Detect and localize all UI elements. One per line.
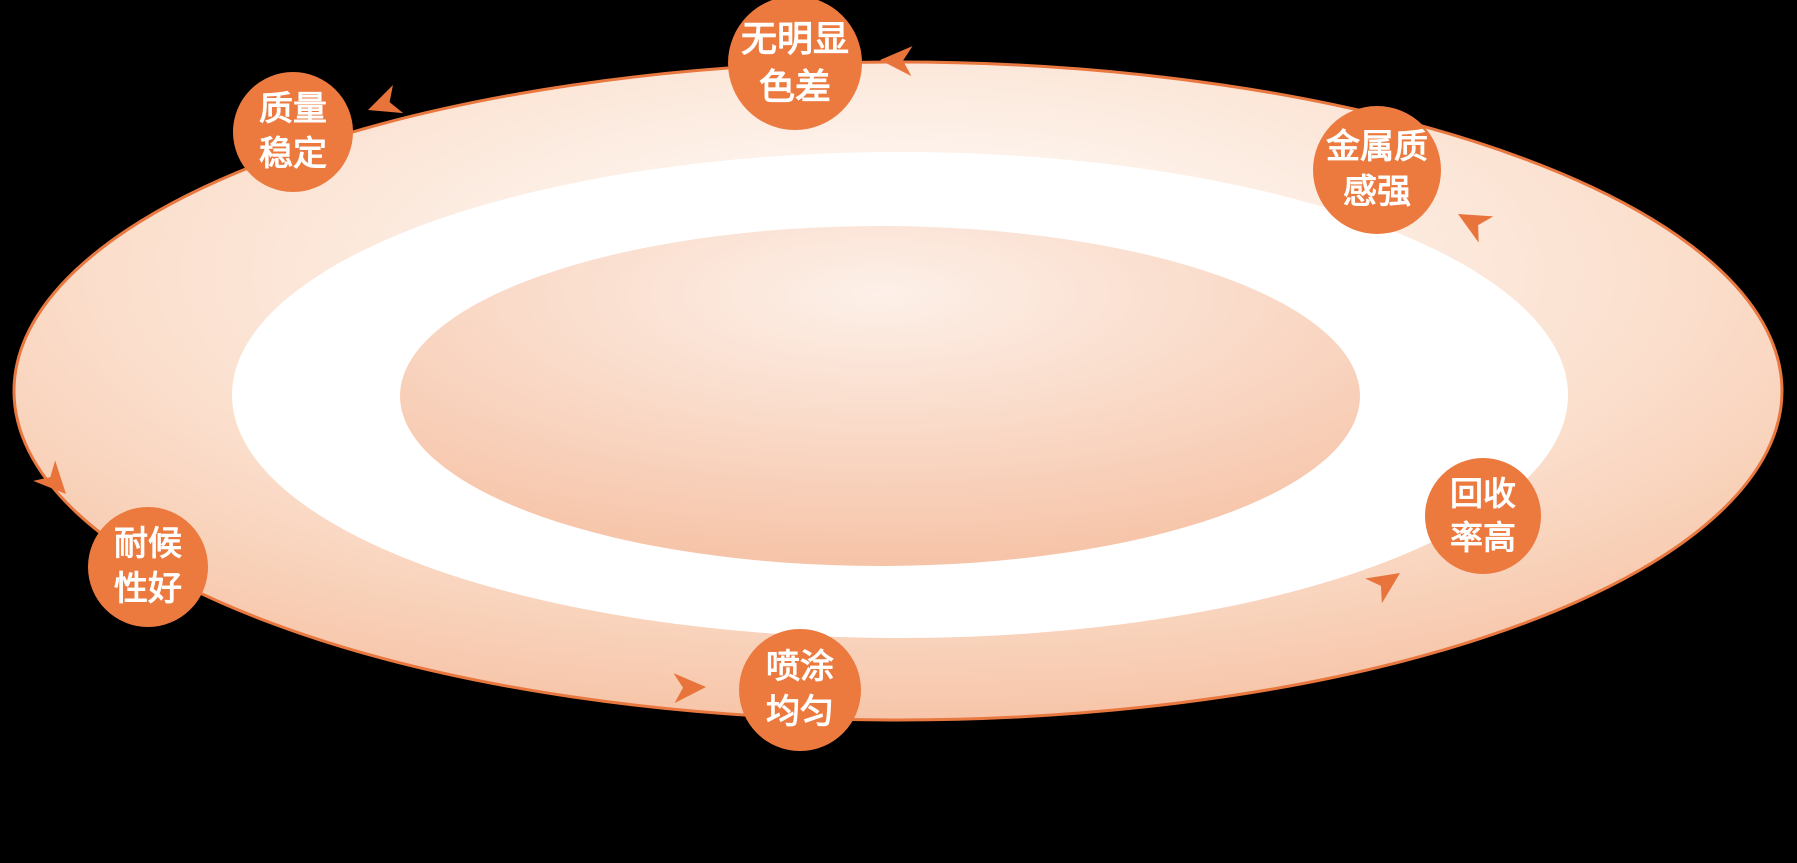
node-label-line: 感强: [1343, 173, 1411, 211]
cycle-node-even-spraying: 喷涂 均匀: [739, 629, 861, 751]
node-label-line: 耐候: [114, 525, 182, 564]
cycle-node-stable-quality: 质量 稳定: [233, 72, 353, 192]
node-label-line: 金属质: [1326, 128, 1428, 167]
node-label-line: 回收: [1450, 475, 1516, 513]
node-label-line: 均匀: [766, 693, 834, 731]
cycle-arrow-icon: [673, 673, 706, 704]
cycle-node-no-color-difference: 无明显 色差: [728, 0, 862, 130]
node-label-line: 色差: [758, 66, 831, 107]
node-label-line: 率高: [1450, 519, 1516, 556]
node-label-line: 无明显: [740, 18, 849, 60]
cycle-node-metallic-texture: 金属质 感强: [1313, 106, 1441, 234]
cycle-arrows: [33, 46, 1494, 704]
cycle-arrow-icon: [33, 460, 66, 494]
cycle-arrow-icon: [880, 46, 913, 77]
cycle-inner-ellipse: [400, 226, 1360, 566]
cycle-arrow-icon: [1458, 214, 1494, 243]
cycle-node-weather-resistance: 耐候 性好: [88, 507, 208, 627]
cycle-arrow-icon: [1365, 573, 1400, 604]
node-label-line: 质量: [259, 90, 327, 129]
node-label-line: 喷涂: [766, 648, 834, 687]
cycle-node-high-recycling-rate: 回收 率高: [1425, 458, 1541, 574]
cycle-arrow-icon: [368, 84, 404, 114]
node-label-line: 稳定: [259, 135, 327, 173]
node-label-line: 性好: [114, 570, 182, 608]
